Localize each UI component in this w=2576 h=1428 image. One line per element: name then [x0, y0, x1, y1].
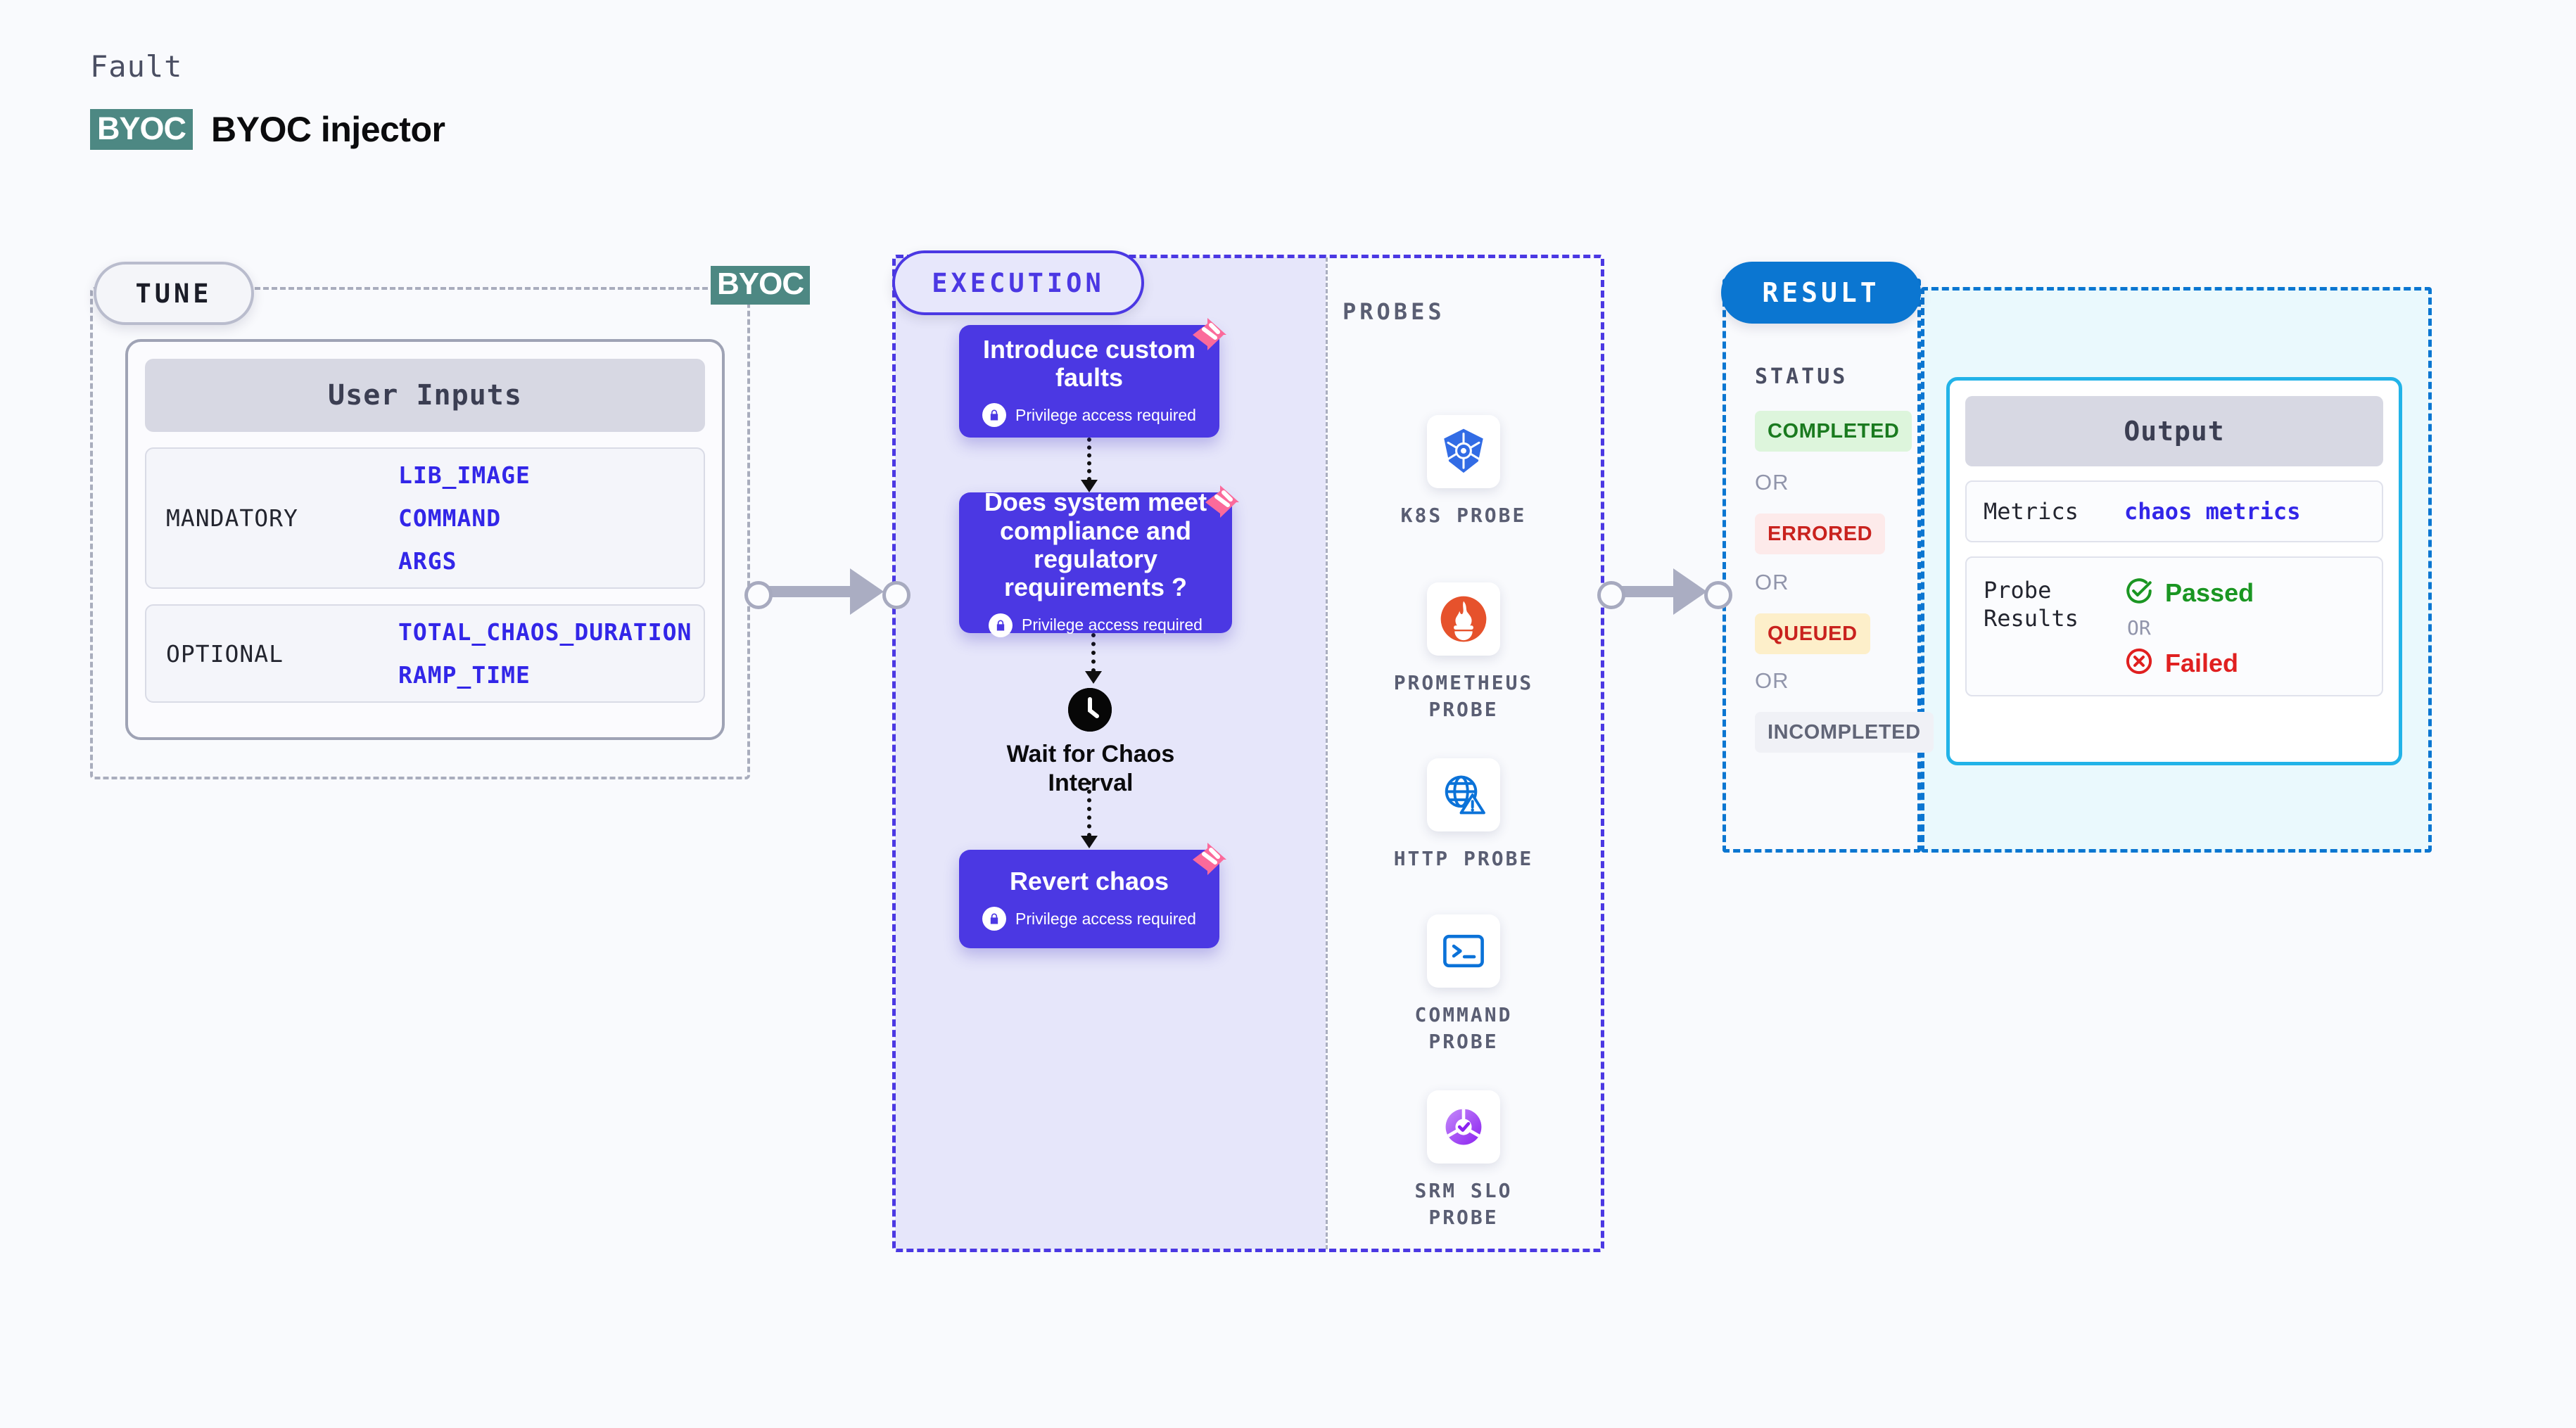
input-command[interactable]: COMMAND: [398, 504, 502, 532]
optional-values: TOTAL_CHAOS_DURATION RAMP_TIME: [398, 618, 692, 689]
connector-start-dot: [744, 581, 773, 609]
page-title-row: BYOC BYOC injector: [90, 109, 445, 150]
input-lib-image[interactable]: LIB_IMAGE: [398, 461, 531, 489]
wait-for-chaos-interval-label: Wait for Chaos Interval: [1006, 741, 1175, 796]
terminal-icon: [1427, 914, 1500, 988]
check-circle-icon: [2124, 576, 2154, 609]
probe-results-label: Probe Results: [1984, 577, 2079, 632]
mandatory-label: MANDATORY: [166, 504, 298, 532]
probe-result-passed: Passed: [2124, 576, 2254, 609]
node-compliance-check[interactable]: Does system meet compliance and regulato…: [959, 485, 1239, 637]
probe-srm-slo[interactable]: SRM SLO PROBE: [1379, 1090, 1548, 1231]
probe-result-or: OR: [2127, 616, 2151, 639]
connector-end-dot: [882, 581, 911, 609]
status-or-3: OR: [1755, 668, 1789, 693]
probe-label: COMMAND PROBE: [1414, 1003, 1513, 1053]
byoc-badge: BYOC: [90, 109, 193, 150]
output-card: Output Metrics chaos metrics Probe Resul…: [1946, 377, 2402, 765]
tune-region: [90, 287, 750, 779]
privilege-row: Privilege access required: [982, 403, 1196, 428]
connector-execution-to-result: [1597, 568, 1732, 615]
fault-eyebrow-label: Fault: [90, 49, 183, 84]
x-circle-icon: [2124, 646, 2154, 680]
probe-label: HTTP PROBE: [1393, 847, 1534, 870]
optional-label: OPTIONAL: [166, 639, 284, 668]
probe-http[interactable]: HTTP PROBE: [1379, 758, 1548, 872]
probes-divider: [1326, 257, 1328, 1249]
status-or-1: OR: [1755, 470, 1789, 495]
probe-results-group: Probe Results Passed OR: [1965, 556, 2383, 696]
input-ramp-time[interactable]: RAMP_TIME: [398, 661, 531, 689]
node-title: Does system meet compliance and regulato…: [984, 487, 1207, 602]
lock-icon: [982, 403, 1007, 428]
http-globe-icon: [1427, 758, 1500, 831]
input-args[interactable]: ARGS: [398, 547, 457, 575]
execution-region: [892, 255, 1604, 1252]
byoc-edge-badge: BYOC: [711, 266, 811, 305]
connector-start-dot: [1597, 581, 1625, 609]
connector-end-dot: [1704, 581, 1732, 609]
probe-k8s[interactable]: K8S PROBE: [1379, 415, 1548, 529]
probe-prometheus[interactable]: PROMETHEUS PROBE: [1379, 582, 1548, 723]
input-total-chaos-duration[interactable]: TOTAL_CHAOS_DURATION: [398, 618, 692, 646]
metrics-group: Metrics chaos metrics: [1965, 480, 2383, 542]
failed-label: Failed: [2165, 648, 2239, 677]
node-title: Revert chaos: [1009, 866, 1169, 895]
node-introduce-custom-faults[interactable]: Introduce custom faults Privilege access…: [959, 318, 1226, 438]
connector-arrowhead: [1673, 568, 1707, 615]
probe-result-failed: Failed: [2124, 646, 2254, 680]
privilege-text: Privilege access required: [1015, 909, 1196, 928]
chaos-marker-icon: [1186, 839, 1229, 882]
mandatory-inputs-group: MANDATORY LIB_IMAGE COMMAND ARGS: [145, 447, 705, 589]
mandatory-values: LIB_IMAGE COMMAND ARGS: [398, 461, 531, 575]
chaos-marker-icon: [1198, 481, 1242, 525]
flow-arrow-1: [1081, 438, 1098, 492]
prometheus-icon: [1427, 582, 1500, 656]
srm-slo-icon: [1427, 1090, 1500, 1164]
execution-stage-pill[interactable]: EXECUTION: [892, 250, 1144, 315]
tune-stage-pill[interactable]: TUNE: [94, 262, 254, 325]
lock-icon: [989, 613, 1013, 637]
status-section-label: STATUS: [1755, 364, 1848, 389]
optional-inputs-group: OPTIONAL TOTAL_CHAOS_DURATION RAMP_TIME: [145, 604, 705, 703]
node-revert-chaos[interactable]: Revert chaos Privilege access required: [959, 843, 1226, 948]
probes-section-label: PROBES: [1343, 298, 1445, 325]
connector-tune-to-execution: [744, 568, 911, 615]
probe-command[interactable]: COMMAND PROBE: [1379, 914, 1548, 1055]
metrics-label: Metrics: [1984, 498, 2079, 525]
probe-results-values: Passed OR Failed: [2124, 576, 2254, 680]
passed-label: Passed: [2165, 578, 2254, 607]
page-title: BYOC injector: [211, 110, 445, 149]
connector-arrowhead: [850, 568, 884, 615]
probe-label: SRM SLO PROBE: [1414, 1179, 1513, 1229]
privilege-text: Privilege access required: [1022, 616, 1203, 635]
status-badge-errored: ERRORED: [1755, 514, 1886, 554]
lock-icon: [982, 907, 1007, 931]
probe-label: K8S PROBE: [1400, 504, 1527, 527]
output-header: Output: [1965, 396, 2383, 466]
clock-icon: [1068, 688, 1112, 732]
privilege-row: Privilege access required: [989, 613, 1203, 637]
flow-arrow-2: [1085, 633, 1102, 684]
flow-arrow-3: [1081, 781, 1098, 848]
user-inputs-card: User Inputs MANDATORY LIB_IMAGE COMMAND …: [125, 339, 725, 740]
probe-label: PROMETHEUS PROBE: [1393, 671, 1534, 721]
status-badge-queued: QUEUED: [1755, 613, 1870, 654]
metrics-value[interactable]: chaos metrics: [2124, 498, 2301, 525]
result-stage-pill[interactable]: RESULT: [1721, 262, 1921, 324]
privilege-text: Privilege access required: [1015, 405, 1196, 424]
status-or-2: OR: [1755, 570, 1789, 594]
kubernetes-icon: [1427, 415, 1500, 488]
status-badge-incompleted: INCOMPLETED: [1755, 712, 1934, 753]
privilege-row: Privilege access required: [982, 907, 1196, 931]
chaos-marker-icon: [1186, 314, 1229, 357]
status-badge-completed: COMPLETED: [1755, 411, 1912, 452]
user-inputs-header: User Inputs: [145, 359, 705, 432]
node-title: Introduce custom faults: [982, 334, 1196, 392]
